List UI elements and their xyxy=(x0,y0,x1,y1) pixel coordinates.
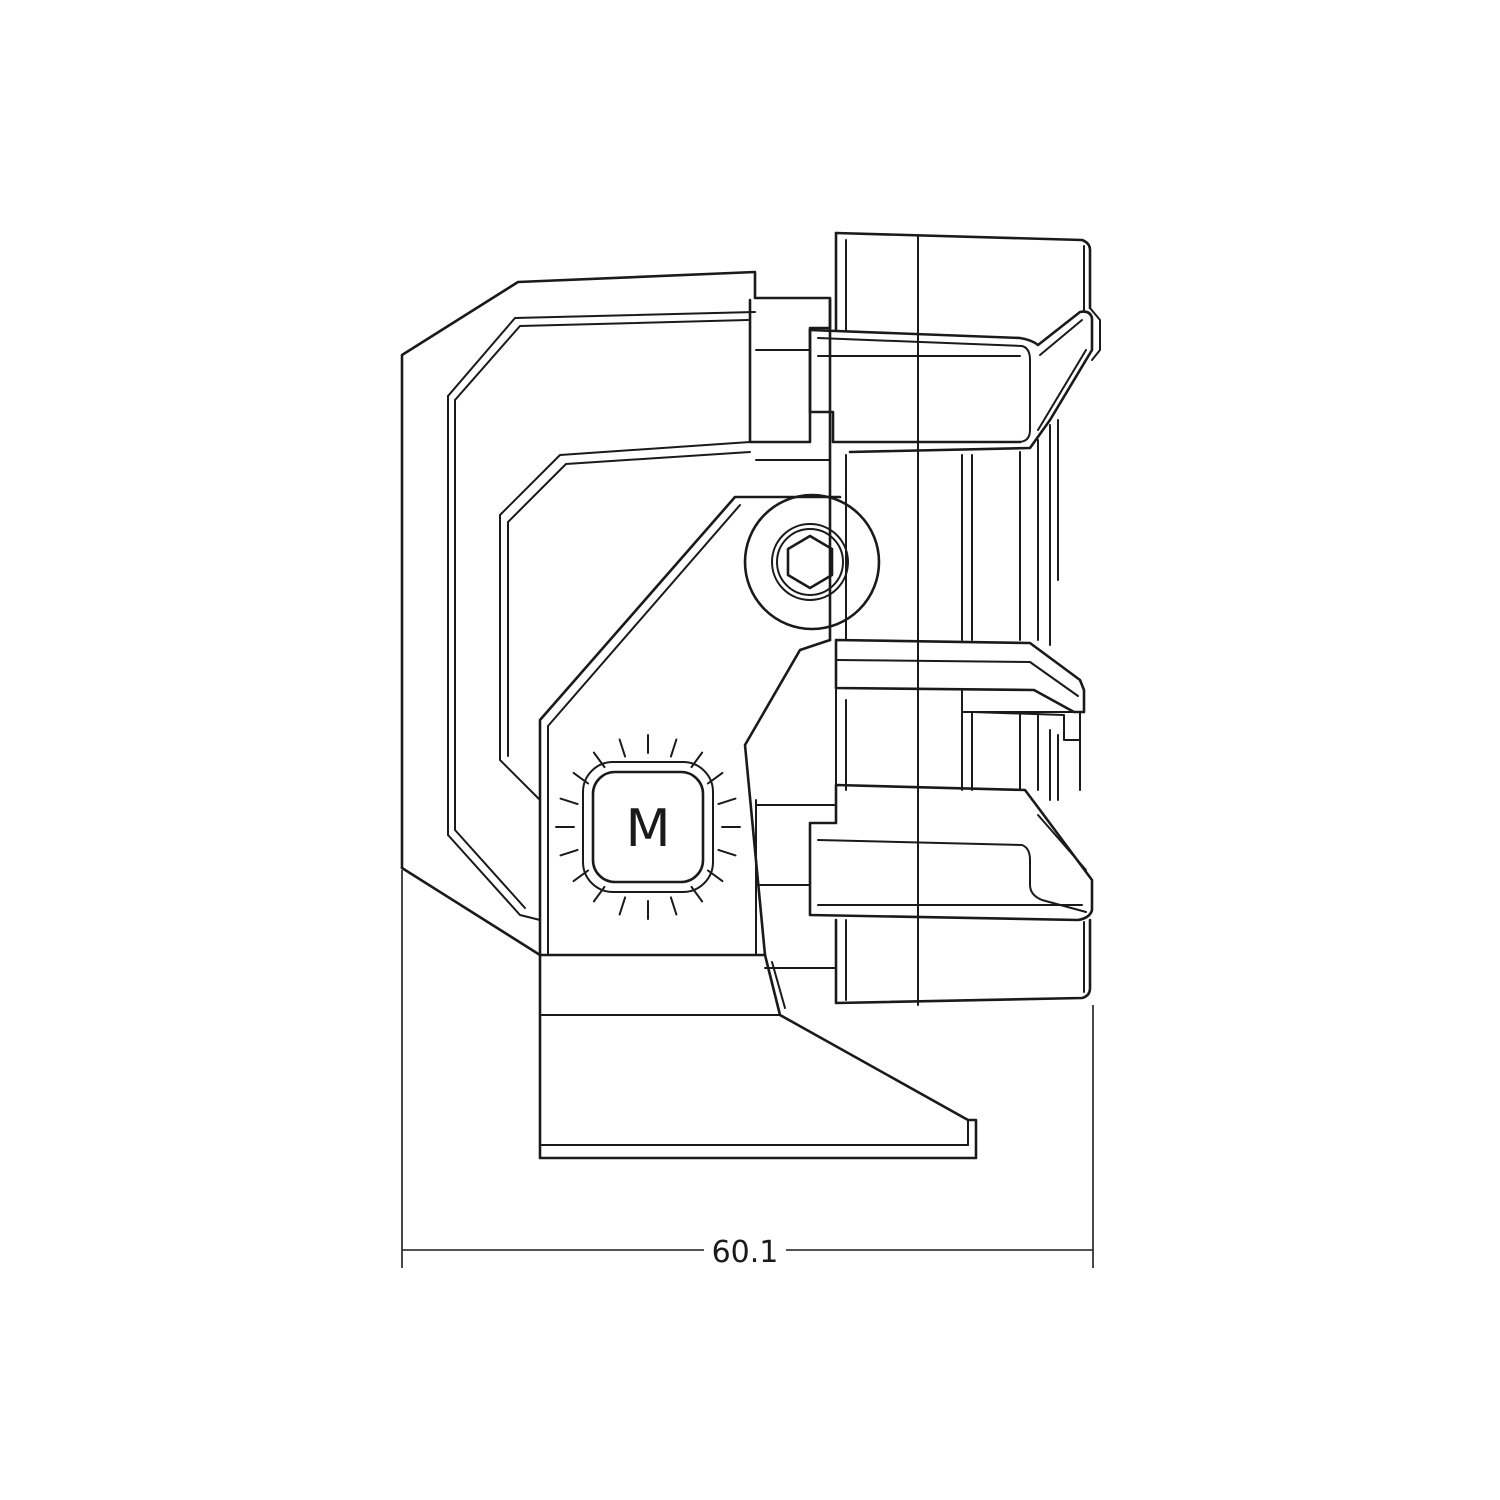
sun-ray xyxy=(572,771,590,785)
sun-ray xyxy=(618,738,627,758)
sun-ray xyxy=(717,797,737,806)
mounting-bracket xyxy=(538,495,842,957)
bolt xyxy=(743,493,881,631)
sun-ray xyxy=(618,896,627,916)
base-foot xyxy=(538,953,978,1160)
sun-ray xyxy=(559,797,579,806)
lamp-body xyxy=(755,231,1101,1006)
sun-ray xyxy=(717,848,737,857)
logo-letter: M xyxy=(626,799,671,859)
logo-frame xyxy=(591,770,705,884)
sun-ray xyxy=(559,848,579,857)
sun-badge-icon: M xyxy=(555,734,741,920)
dimension-value: 60.1 xyxy=(712,1235,779,1270)
sun-ray xyxy=(669,896,678,916)
sun-ray xyxy=(706,771,724,785)
sun-ray xyxy=(690,885,704,903)
sun-ray xyxy=(690,751,704,769)
sun-ray xyxy=(706,869,724,883)
hex-socket-icon xyxy=(786,534,834,590)
width-dimension: 60.1 xyxy=(401,870,1094,1270)
sun-ray xyxy=(572,869,590,883)
sun-ray xyxy=(669,738,678,758)
sun-ray xyxy=(592,885,606,903)
sun-ray xyxy=(592,751,606,769)
housing-shroud xyxy=(400,270,832,957)
